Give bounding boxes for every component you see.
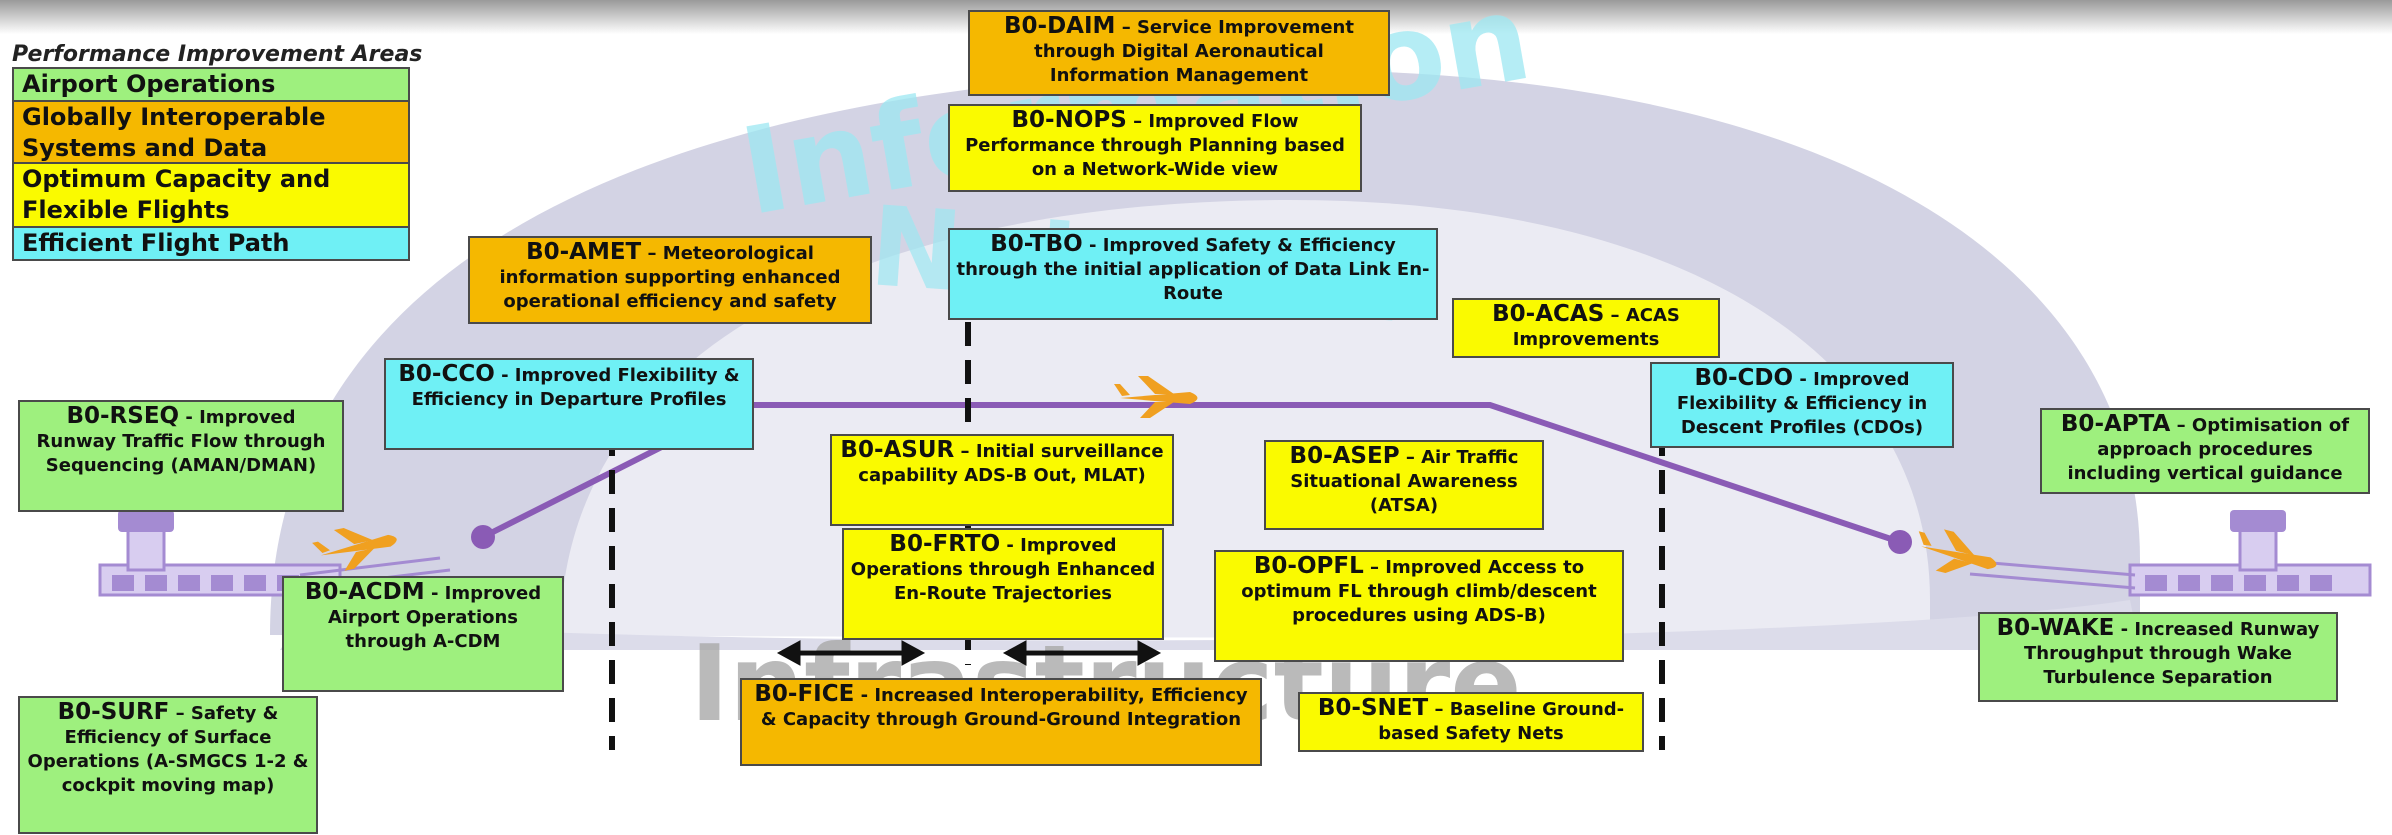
module-description: - Increased Runway Throughput through Wa… <box>2024 619 2320 688</box>
module-nops: B0-NOPS – Improved Flow Performance thro… <box>948 104 1362 192</box>
module-description: – Service Improvement through Digital Ae… <box>1034 17 1354 86</box>
plane-icon-departure <box>312 527 397 571</box>
double-arrow-right <box>1002 640 1162 666</box>
plane-icon-cruise <box>1114 376 1198 418</box>
departure-point <box>471 525 495 549</box>
module-code: B0-NOPS <box>1011 107 1127 133</box>
module-wake: B0-WAKE - Increased Runway Throughput th… <box>1978 612 2338 702</box>
module-description: – Baseline Ground-based Safety Nets <box>1378 699 1625 744</box>
module-description: – Optimisation of approach procedures in… <box>2067 415 2350 484</box>
module-description: – Initial surveillance capability ADS-B … <box>858 441 1164 486</box>
module-description: – Improved Flow Performance through Plan… <box>965 111 1345 180</box>
module-code: B0-ASEP <box>1289 443 1400 469</box>
module-daim: B0-DAIM – Service Improvement through Di… <box>968 10 1390 96</box>
module-description: - Increased Interoperability, Efficiency… <box>760 685 1248 730</box>
module-tbo: B0-TBO - Improved Safety & Efficiency th… <box>948 228 1438 320</box>
module-code: B0-FICE <box>754 681 855 707</box>
module-code: B0-FRTO <box>889 531 1001 557</box>
module-cdo: B0-CDO - Improved Flexibility & Efficien… <box>1650 362 1954 448</box>
module-description: – Improved Access to optimum FL through … <box>1241 557 1597 626</box>
module-snet: B0-SNET – Baseline Ground-based Safety N… <box>1298 692 1644 752</box>
module-code: B0-ACAS <box>1492 301 1605 327</box>
plane-icon-arrival <box>1918 529 1997 573</box>
module-acdm: B0-ACDM - Improved Airport Operations th… <box>282 576 564 692</box>
module-acas: B0-ACAS – ACAS Improvements <box>1452 298 1720 358</box>
module-code: B0-AMET <box>526 239 642 265</box>
module-description: – Meteorological information supporting … <box>499 243 841 312</box>
module-description: - Improved Flexibility & Efficiency in D… <box>411 365 740 410</box>
module-fice: B0-FICE - Increased Interoperability, Ef… <box>740 678 1262 766</box>
module-frto: B0-FRTO - Improved Operations through En… <box>842 528 1164 640</box>
module-code: B0-DAIM <box>1004 13 1116 39</box>
module-code: B0-OPFL <box>1253 553 1364 579</box>
arrival-point <box>1888 530 1912 554</box>
module-code: B0-TBO <box>990 231 1083 257</box>
module-code: B0-ASUR <box>840 437 955 463</box>
module-description: – Air Traffic Situational Awareness (ATS… <box>1290 447 1519 516</box>
legend-optimum-capacity: Optimum Capacity and Flexible Flights <box>12 162 410 228</box>
module-description: - Improved Safety & Efficiency through t… <box>956 235 1430 304</box>
module-code: B0-WAKE <box>1996 615 2115 641</box>
module-code: B0-ACDM <box>304 579 425 605</box>
legend-title: Performance Improvement Areas <box>12 42 423 67</box>
ground-strip <box>280 600 2140 650</box>
module-code: B0-APTA <box>2060 411 2171 437</box>
module-description: - Improved Operations through Enhanced E… <box>850 535 1156 604</box>
module-description: – Safety & Efficiency of Surface Operati… <box>27 703 309 796</box>
legend-airport-operations: Airport Operations <box>12 67 410 102</box>
module-rseq: B0-RSEQ - Improved Runway Traffic Flow t… <box>18 400 344 512</box>
module-asur: B0-ASUR – Initial surveillance capabilit… <box>830 434 1174 526</box>
module-apta: B0-APTA – Optimisation of approach proce… <box>2040 408 2370 494</box>
module-cco: B0-CCO - Improved Flexibility & Efficien… <box>384 358 754 450</box>
module-description: - Improved Flexibility & Efficiency in D… <box>1676 369 1928 438</box>
module-code: B0-SURF <box>57 699 170 725</box>
double-arrow-left <box>776 640 926 666</box>
module-amet: B0-AMET – Meteorological information sup… <box>468 236 872 324</box>
module-asep: B0-ASEP – Air Traffic Situational Awaren… <box>1264 440 1544 530</box>
module-code: B0-CCO <box>398 361 495 387</box>
module-description: – ACAS Improvements <box>1512 305 1680 350</box>
legend-efficient-flight-path: Efficient Flight Path <box>12 226 410 261</box>
module-description: - Improved Runway Traffic Flow through S… <box>36 407 326 476</box>
right-airport-icon <box>1969 510 2372 597</box>
module-code: B0-SNET <box>1317 695 1429 721</box>
module-surf: B0-SURF – Safety & Efficiency of Surface… <box>18 696 318 834</box>
module-opfl: B0-OPFL – Improved Access to optimum FL … <box>1214 550 1624 662</box>
module-description: - Improved Airport Operations through A-… <box>327 583 542 652</box>
legend-globally-interoperable: Globally Interoperable Systems and Data <box>12 100 410 166</box>
module-code: B0-RSEQ <box>66 403 180 429</box>
module-code: B0-CDO <box>1694 365 1794 391</box>
